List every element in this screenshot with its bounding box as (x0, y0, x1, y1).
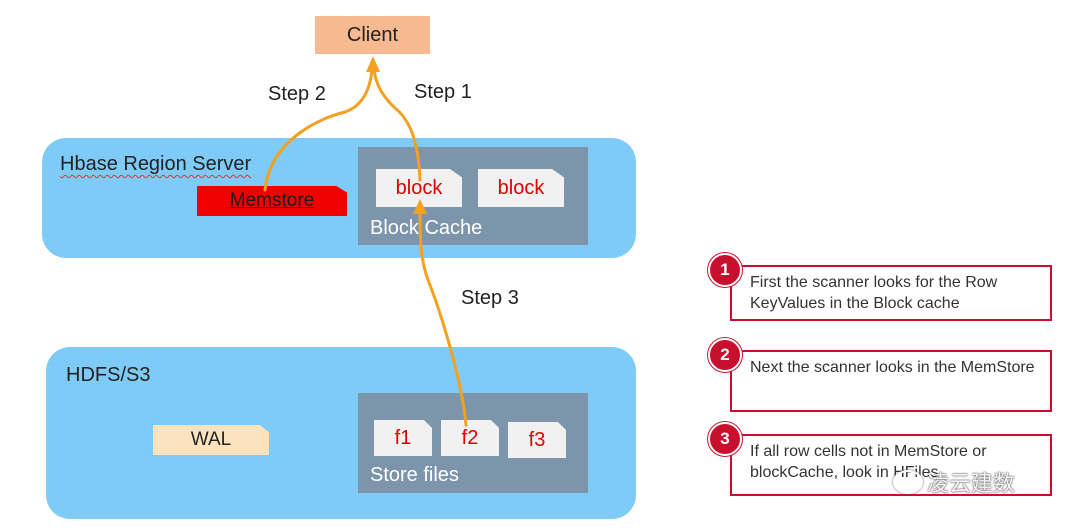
step-3-label: Step 3 (461, 287, 519, 309)
wal-label: WAL (190, 429, 232, 450)
store-file-tile: f2 (441, 420, 499, 456)
note-2-badge: 2 (708, 338, 742, 372)
step-1-label: Step 1 (414, 81, 472, 103)
block-tile: block (478, 169, 564, 207)
note-3: If all row cells not in MemStore or bloc… (730, 434, 1052, 496)
wal-box: WAL (153, 425, 269, 455)
block-cache-label: Block Cache (370, 217, 483, 239)
watermark: 凌云建数 (893, 466, 1015, 498)
note-1: First the scanner looks for the Row KeyV… (730, 265, 1052, 321)
step1-arrow (372, 68, 422, 182)
step3-arrow (418, 210, 468, 427)
cache-arrowhead (413, 199, 427, 214)
client-box: Client (315, 16, 430, 54)
store-file-tile: f1 (374, 420, 432, 456)
hdfs-title: HDFS/S3 (66, 364, 151, 386)
note-2: Next the scanner looks in the MemStore (730, 350, 1052, 412)
store-files-label: Store files (370, 464, 459, 486)
step2-arrow (263, 68, 374, 192)
client-arrowhead (366, 56, 380, 72)
region-server-title: Hbase Region Server (60, 153, 252, 175)
client-label: Client (346, 23, 399, 46)
memstore-box: Memstore (197, 186, 347, 216)
store-file-tile: f3 (508, 422, 566, 458)
wechat-icon (893, 470, 923, 494)
note-3-badge: 3 (708, 422, 742, 456)
note-1-badge: 1 (708, 253, 742, 287)
memstore-label: Memstore (229, 190, 315, 211)
step-2-label: Step 2 (268, 83, 326, 105)
